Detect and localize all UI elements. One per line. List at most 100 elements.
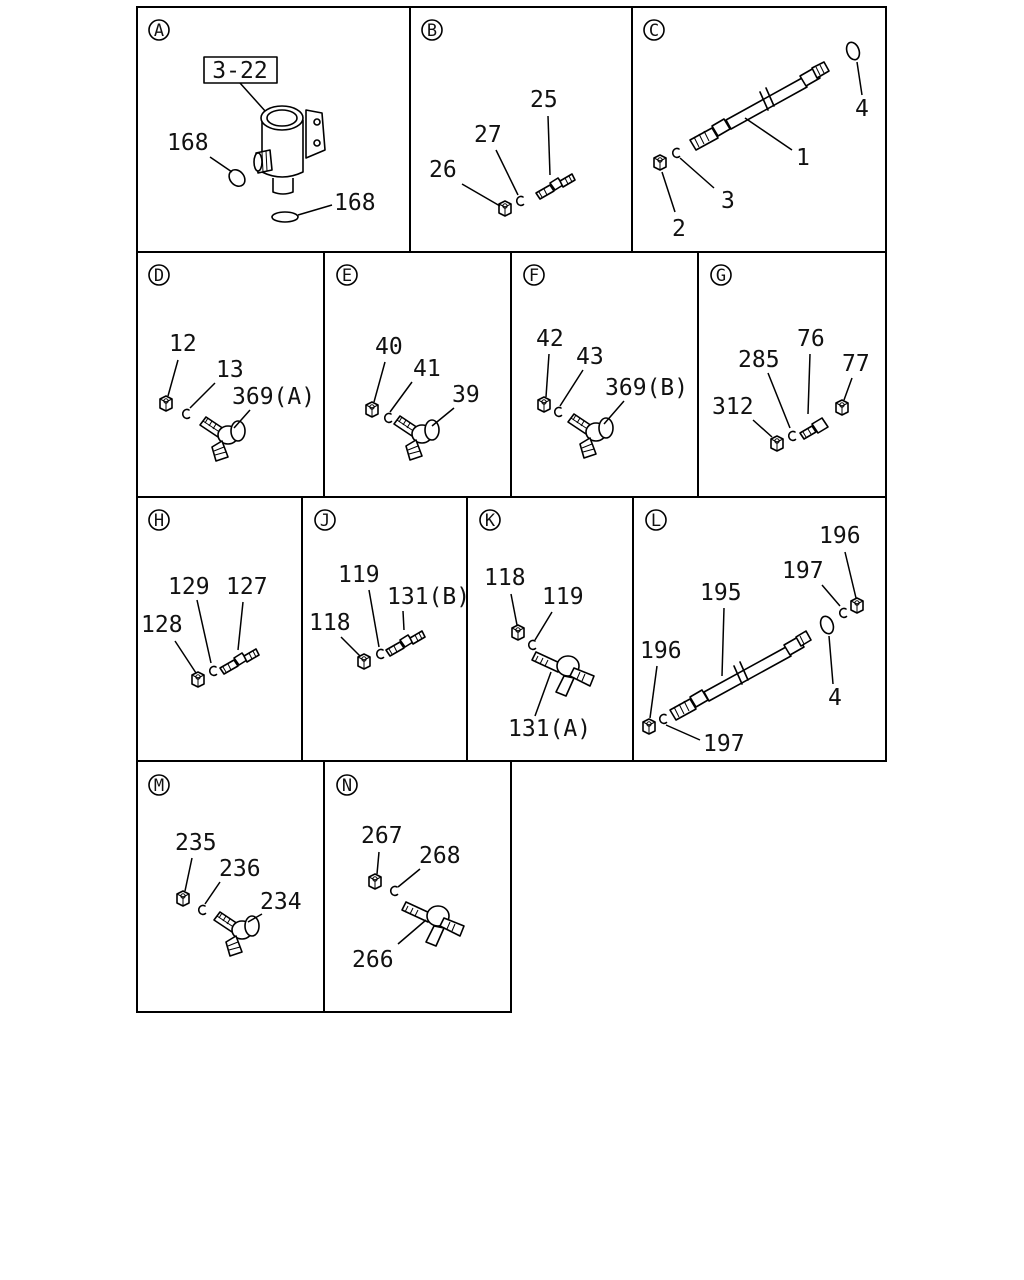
panel-c-letter: C — [649, 21, 659, 41]
union-fitting — [799, 417, 829, 440]
union-fitting — [219, 648, 260, 675]
label-285: 285 — [738, 347, 780, 373]
label-41: 41 — [413, 356, 441, 382]
label-312: 312 — [712, 394, 754, 420]
washer — [838, 607, 848, 619]
nut — [176, 890, 190, 907]
panel-k-letter: K — [485, 511, 496, 531]
panel-g: G 76 285 77 312 — [710, 264, 870, 452]
label-128: 128 — [141, 612, 183, 638]
label-119: 119 — [338, 562, 380, 588]
label-131b: 131(B) — [387, 584, 470, 610]
label-3: 3 — [721, 188, 735, 214]
label-27: 27 — [474, 122, 502, 148]
nut — [357, 653, 371, 670]
panel-m: M 235 236 234 — [148, 774, 302, 957]
panel-a: A 3-22 168 168 — [148, 19, 376, 223]
nut — [498, 200, 512, 217]
label-43: 43 — [576, 344, 604, 370]
nut — [159, 395, 173, 412]
panel-f: F 42 43 369(B) — [523, 264, 688, 459]
nut — [850, 597, 864, 614]
washer — [208, 665, 218, 677]
hose — [669, 630, 812, 721]
label-268: 268 — [419, 843, 461, 869]
label-118: 118 — [484, 565, 526, 591]
label-236: 236 — [219, 856, 261, 882]
label-267: 267 — [361, 823, 403, 849]
label-195: 195 — [700, 580, 742, 606]
panel-frames — [136, 6, 887, 1013]
label-118: 118 — [309, 610, 351, 636]
panel-l: L 196 197 195 196 4 197 — [640, 509, 864, 757]
panel-h: H 129 127 128 — [141, 509, 268, 688]
elbow-fitting — [393, 415, 440, 461]
nut — [191, 671, 205, 688]
nut — [365, 401, 379, 418]
panel-b-letter: B — [427, 21, 437, 41]
washer — [375, 648, 385, 660]
o-ring — [271, 211, 299, 223]
label-2: 2 — [672, 216, 686, 242]
label-13: 13 — [216, 357, 244, 383]
label-131a: 131(A) — [508, 716, 591, 742]
panel-j: J 119 131(B) 118 — [309, 509, 470, 670]
nut — [511, 624, 525, 641]
label-39: 39 — [452, 382, 480, 408]
label-168: 168 — [334, 190, 376, 216]
panel-b: B 25 27 26 — [421, 19, 576, 217]
label-129: 129 — [168, 574, 210, 600]
label-127: 127 — [226, 574, 268, 600]
washer — [389, 885, 399, 897]
o-ring — [819, 615, 835, 635]
panel-n: N 267 268 266 — [336, 774, 465, 973]
washer — [553, 406, 563, 418]
label-3-22: 3-22 — [212, 58, 267, 84]
nut — [770, 435, 784, 452]
label-119: 119 — [542, 584, 584, 610]
label-76: 76 — [797, 326, 825, 352]
nut — [368, 873, 382, 890]
panel-k: K 118 119 131(A) — [479, 509, 595, 742]
washer — [787, 430, 797, 442]
label-369b: 369(B) — [605, 375, 688, 401]
washer — [197, 904, 207, 916]
o-ring — [845, 41, 861, 61]
filter-pot — [253, 105, 326, 195]
label-369a: 369(A) — [232, 384, 315, 410]
label-196: 196 — [640, 638, 682, 664]
panel-d-letter: D — [154, 266, 164, 286]
label-168: 168 — [167, 130, 209, 156]
label-197: 197 — [703, 731, 745, 757]
tee-fitting — [531, 651, 595, 697]
label-25: 25 — [530, 87, 558, 113]
panel-h-letter: H — [154, 511, 164, 531]
label-4: 4 — [855, 96, 869, 122]
panel-c: C 4 1 3 2 — [643, 19, 869, 242]
label-1: 1 — [796, 145, 810, 171]
label-4: 4 — [828, 685, 842, 711]
panel-e: E 40 41 39 — [336, 264, 480, 461]
nut — [835, 399, 849, 416]
panel-g-letter: G — [716, 266, 726, 286]
panel-e-letter: E — [342, 266, 352, 286]
panel-d: D 12 13 369(A) — [148, 264, 315, 462]
label-196: 196 — [819, 523, 861, 549]
panel-l-letter: L — [651, 511, 661, 531]
label-12: 12 — [169, 331, 197, 357]
panel-a-badge — [148, 19, 170, 41]
label-234: 234 — [260, 889, 302, 915]
panel-a-letter: A — [154, 21, 164, 41]
label-197: 197 — [782, 558, 824, 584]
washer — [658, 713, 668, 725]
panel-m-letter: M — [154, 776, 164, 796]
nut — [653, 154, 667, 171]
washer — [181, 408, 191, 420]
panel-n-letter: N — [342, 776, 352, 796]
label-235: 235 — [175, 830, 217, 856]
nut — [642, 718, 656, 735]
label-40: 40 — [375, 334, 403, 360]
union-fitting — [535, 173, 576, 200]
washer — [515, 195, 525, 207]
